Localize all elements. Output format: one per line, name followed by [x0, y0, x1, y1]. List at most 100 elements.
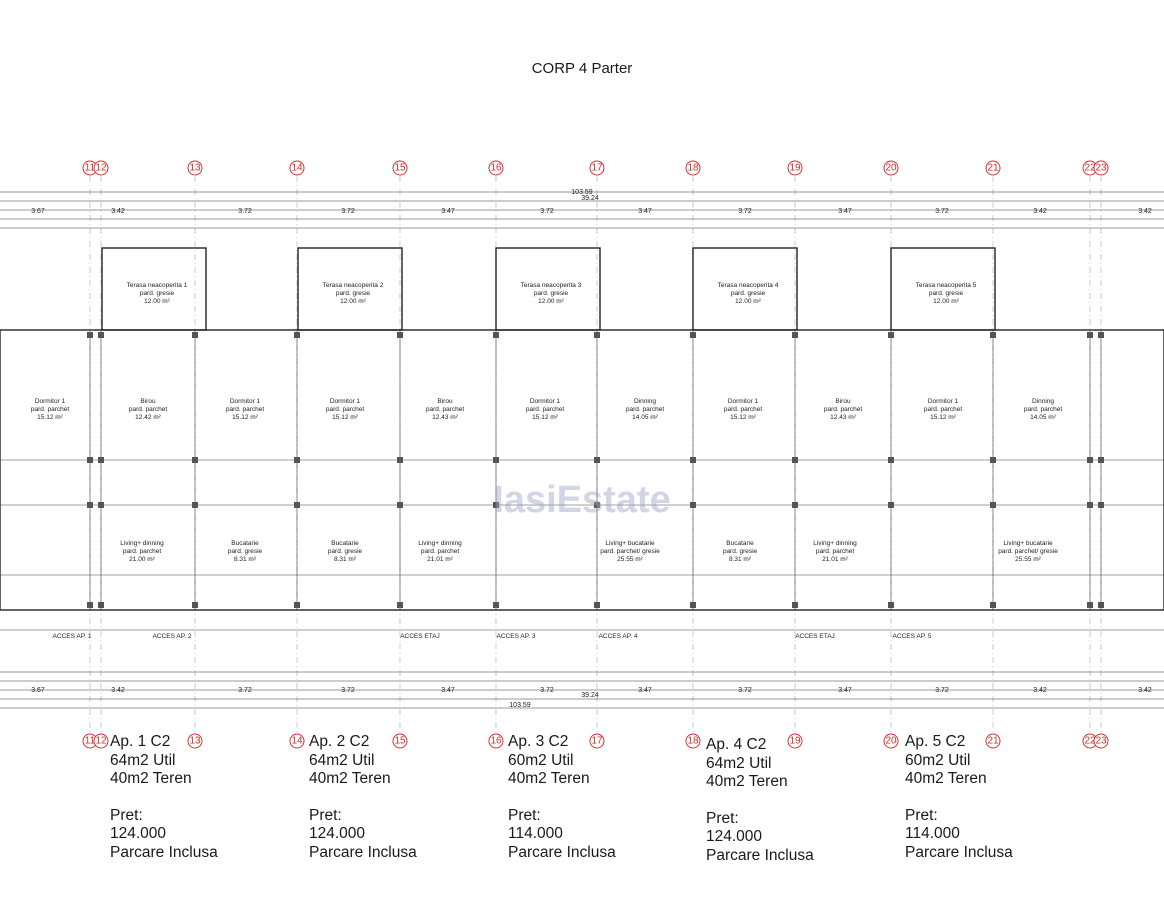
pillar — [792, 602, 798, 608]
pillar — [294, 457, 300, 463]
room-label: 8.31 m² — [334, 556, 357, 563]
terrace-outline — [495, 247, 601, 331]
apartment-land-area: 40m2 Teren — [110, 770, 192, 787]
axis-label-14: 14 — [291, 163, 303, 174]
dimension-module: 3.72 — [738, 208, 752, 215]
pillar — [192, 602, 198, 608]
terrace-label: 12.00 m² — [340, 298, 366, 305]
dimension-module: 3.72 — [738, 687, 752, 694]
dimension-module: 3.72 — [935, 687, 949, 694]
axis-bubble-13 — [187, 160, 203, 176]
axis-label-17: 17 — [591, 163, 603, 174]
axis-label-12: 12 — [95, 736, 107, 747]
room-label: 12.43 m² — [432, 414, 458, 421]
dimension-module: 3.72 — [238, 687, 252, 694]
pillar — [594, 602, 600, 608]
pillar — [397, 457, 403, 463]
apartment-name: Ap. 4 C2 — [706, 736, 767, 753]
access-label: ACCES ETAJ — [795, 633, 835, 640]
terrace-label: 12.00 m² — [144, 298, 170, 305]
pillar — [1098, 457, 1104, 463]
terrace-label: pard. gresie — [336, 290, 371, 297]
dimension-total: 103.59 — [571, 189, 593, 196]
axis-bubble-20 — [883, 733, 899, 749]
apartment-land-area: 40m2 Teren — [309, 770, 391, 787]
access-label: ACCES AP. 1 — [53, 633, 92, 640]
room-label: 15.12 m² — [730, 414, 756, 421]
axis-label-23: 23 — [1095, 163, 1107, 174]
room-label: Dormitor 1 — [230, 398, 261, 405]
apartment-land-area: 40m2 Teren — [508, 770, 590, 787]
room-label: pard. parchet — [123, 548, 161, 555]
axis-label-11: 11 — [85, 163, 96, 174]
dimension-module: 3.47 — [638, 687, 652, 694]
pillar — [690, 457, 696, 463]
terrace-label: Terasa neacoperita 3 — [521, 282, 582, 289]
terrace-label: 12.00 m² — [735, 298, 761, 305]
room-label: 14.05 m² — [632, 414, 658, 421]
room-label: 15.12 m² — [332, 414, 358, 421]
room-label: pard. parchet — [924, 406, 962, 413]
dimension-module: 3.42 — [111, 208, 125, 215]
access-label: ACCES AP. 4 — [599, 633, 638, 640]
pillar — [98, 502, 104, 508]
pillar — [87, 457, 93, 463]
room-label: pard. parchet/ gresie — [600, 548, 660, 555]
room-label: Dormitor 1 — [728, 398, 759, 405]
room-label: 15.12 m² — [37, 414, 63, 421]
dimension-module: 3.72 — [935, 208, 949, 215]
axis-label-14: 14 — [291, 736, 303, 747]
terrace-label: pard. gresie — [929, 290, 964, 297]
axis-label-16: 16 — [490, 163, 502, 174]
pillar — [493, 502, 499, 508]
axis-bubble-21 — [985, 160, 1001, 176]
axis-bubble-17 — [589, 733, 605, 749]
axis-label-22: 22 — [1084, 736, 1096, 747]
pillar — [397, 602, 403, 608]
pillar — [192, 332, 198, 338]
room-label: Living+ dinning — [813, 540, 857, 547]
price-label: Pret: — [110, 806, 143, 824]
axis-bubble-21 — [985, 733, 1001, 749]
axis-label-15: 15 — [394, 163, 406, 174]
axis-bubbles: 1111121213131414151516161717181819192020… — [82, 160, 1109, 749]
axis-label-18: 18 — [687, 163, 699, 174]
parking-note: Parcare Inclusa — [110, 843, 218, 861]
pillar — [792, 502, 798, 508]
room-label: Dormitor 1 — [330, 398, 361, 405]
axis-label-21: 21 — [987, 163, 999, 174]
axis-bubble-19 — [787, 160, 803, 176]
terrace-outline — [890, 247, 996, 331]
pillar — [87, 332, 93, 338]
room-label: 12.42 m² — [135, 414, 161, 421]
dimension-module: 3.42 — [1138, 208, 1152, 215]
pillar — [594, 332, 600, 338]
terrace-label: Terasa neacoperita 1 — [127, 282, 188, 289]
pillar — [192, 457, 198, 463]
terrace-outline — [101, 247, 207, 331]
dimension-total: 39.24 — [581, 195, 599, 202]
apartment-land-area: 40m2 Teren — [905, 770, 987, 787]
axis-bubble-18 — [685, 160, 701, 176]
axis-bubble-23 — [1093, 733, 1109, 749]
axis-label-13: 13 — [189, 163, 201, 174]
pillar — [1098, 502, 1104, 508]
spacer — [508, 789, 616, 807]
price-value: 114.000 — [905, 825, 960, 842]
room-label: Living+ bucatarie — [1003, 540, 1053, 547]
page-title: CORP 4 Parter — [531, 60, 633, 77]
room-label: pard. parchet — [824, 406, 862, 413]
pillar — [888, 457, 894, 463]
pillar — [294, 502, 300, 508]
room-label: pard. parchet — [326, 406, 364, 413]
pillar — [888, 502, 894, 508]
axis-bubble-12 — [93, 160, 109, 176]
spacer — [309, 789, 417, 807]
axis-label-22: 22 — [1084, 163, 1096, 174]
pillar — [888, 602, 894, 608]
axis-bubble-18 — [685, 733, 701, 749]
